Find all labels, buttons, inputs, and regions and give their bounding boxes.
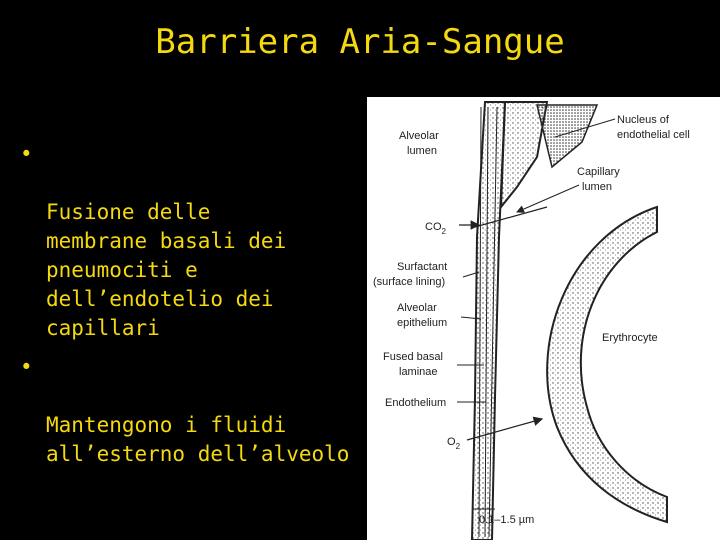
alveolar-epithelium-label: Alveolar [397, 302, 437, 314]
endothelium-label: Endothelium [385, 397, 446, 409]
capillary-lumen-label-2: lumen [582, 181, 612, 193]
capillary-lumen-label: Capillary [577, 166, 620, 178]
nucleus-label: Nucleus of [617, 114, 670, 126]
endothelial-branch [499, 101, 549, 210]
bullet-item: • Mantengono i fluidi all’esterno dell’a… [20, 353, 365, 469]
alveolar-lumen-label-2: lumen [407, 145, 437, 157]
slide-title: Barriera Aria-Sangue [155, 22, 565, 62]
barrier-diagram: Alveolar lumen Nucleus of endothelial ce… [373, 101, 690, 540]
bullet-text: Fusione delle membrane basali dei pneumo… [46, 200, 287, 340]
fused-basal-label-2: laminae [399, 366, 438, 378]
alveolar-epithelium-label-2: epithelium [397, 317, 447, 329]
o2-arrow [466, 416, 544, 441]
air-blood-barrier-figure: Alveolar lumen Nucleus of endothelial ce… [367, 97, 720, 540]
surfactant-label-2: (surface lining) [373, 276, 445, 288]
co2-label: CO2 [425, 221, 447, 236]
fused-basal-label: Fused basal [383, 351, 443, 363]
epithelium-leader [460, 316, 482, 320]
bullet-list: • Fusione delle membrane basali dei pneu… [20, 140, 365, 479]
barrier-band [470, 101, 507, 540]
bullet-marker: • [20, 142, 33, 166]
bullet-marker: • [20, 355, 33, 379]
surfactant-label: Surfactant [397, 261, 447, 273]
scale-label: 0.1–1.5 µm [479, 514, 534, 526]
endothelial-nucleus [536, 104, 599, 169]
nucleus-label-2: endothelial cell [617, 129, 690, 141]
surfactant-leader [462, 271, 480, 278]
erythrocyte [546, 205, 668, 524]
bullet-item: • Fusione delle membrane basali dei pneu… [20, 140, 365, 343]
erythrocyte-label: Erythrocyte [602, 332, 658, 344]
bullet-text: Mantengono i fluidi all’esterno dell’alv… [46, 413, 350, 466]
co2-arrow [474, 206, 548, 228]
o2-label: O2 [447, 436, 461, 451]
alveolar-lumen-label: Alveolar [399, 130, 439, 142]
nucleus-leader [554, 118, 616, 138]
capillary-lumen-leader [516, 184, 580, 213]
